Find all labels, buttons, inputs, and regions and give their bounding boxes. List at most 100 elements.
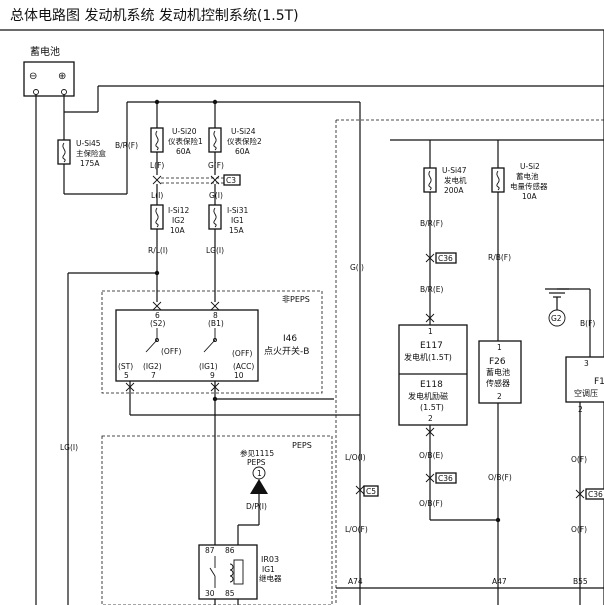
f1-pin-3: 3	[584, 359, 589, 368]
fuse-usi24-name: 仪表保险2	[227, 136, 262, 146]
connector-c5	[355, 485, 365, 495]
switch-st: (ST)	[118, 362, 133, 371]
battery-minus-icon: ⊖	[29, 71, 37, 82]
wire-label-lo-f: L/O(F)	[345, 525, 368, 534]
fuse-usi2-rating: 10A	[522, 192, 538, 201]
fuse-isi31-icon	[213, 207, 217, 228]
wire-label-l-i: L(I)	[151, 191, 163, 200]
wire-label-ob-f: O/B(F)	[419, 499, 443, 508]
relay-pin-30: 30	[205, 589, 215, 598]
connector-c36c-tag	[585, 488, 604, 500]
switch-s2-pivot	[155, 338, 159, 342]
fuse-usi24-icon	[213, 130, 217, 151]
wire-label-g-f: G(F)	[208, 161, 224, 170]
wire-label-dp-i: D/P(I)	[246, 502, 267, 511]
fuse-usi47-id: U-Si47	[442, 166, 467, 175]
connector-c36b-label: C36	[438, 474, 453, 483]
pin-8-sub: (B1)	[208, 319, 224, 328]
fuse-isi31-id: I-Si31	[227, 206, 249, 215]
pin-9-num: 9	[210, 371, 215, 380]
connector-c3-left	[152, 175, 162, 185]
fuse-usi45-name: 主保险盒	[76, 148, 106, 158]
relay-coil-winding	[229, 563, 234, 583]
connector-c5-tag	[363, 485, 379, 497]
fuse-isi12-id: I-Si12	[168, 206, 190, 215]
fuse-usi2-id: U-Si2	[520, 162, 540, 171]
e117-pin1-connector	[425, 313, 435, 323]
connector-c36a-label: C36	[438, 254, 453, 263]
wire-label-br-f: B/R(F)	[115, 141, 138, 150]
f26-pin-1: 1	[497, 343, 502, 352]
pin-8-num: 8	[213, 311, 218, 320]
fuse-isi12-icon	[155, 207, 159, 228]
wire-label-ob-f2: O/B(F)	[488, 473, 512, 482]
e118-id: E118	[420, 380, 443, 390]
region-peps-label: PEPS	[292, 441, 312, 450]
e117-name: 发电机(1.5T)	[404, 352, 452, 362]
ref-sub: PEPS	[247, 458, 266, 467]
pin-b55: B55	[573, 577, 588, 586]
switch-off1: (OFF)	[161, 347, 181, 356]
wire-label-g-i-long: G(I)	[350, 263, 364, 272]
fuse-usi24-id: U-Si24	[231, 127, 256, 136]
relay-ir03	[198, 544, 258, 600]
sensor-f1	[565, 356, 604, 403]
switch-ig2: (IG2)	[143, 362, 162, 371]
pin-10-num: 10	[234, 371, 244, 380]
pin-9-connector	[210, 382, 220, 392]
fuse-usi24-rating: 60A	[235, 147, 251, 156]
wire-label-br-e: B/R(E)	[420, 285, 444, 294]
battery-pos-terminal	[61, 89, 67, 95]
relay-contact-blade	[209, 567, 216, 577]
fuse-usi20-icon	[155, 130, 159, 151]
fuse-usi20-name: 仪表保险1	[168, 136, 203, 146]
f26-name2: 传感器	[486, 378, 510, 388]
wire-label-o-f: O(F)	[571, 455, 587, 464]
connector-c36a	[425, 253, 435, 263]
connector-c3-label: C3	[226, 176, 236, 185]
fuse-usi20-rating: 60A	[176, 147, 192, 156]
fuse-usi45-id: U-Si45	[76, 139, 101, 148]
e117-pin-1: 1	[428, 327, 433, 336]
switch-acc: (ACC)	[233, 362, 254, 371]
e118-name: 发电机励磁	[408, 391, 448, 401]
ignition-switch-i46	[115, 309, 259, 382]
f26-pin-2: 2	[497, 392, 502, 401]
f26-id: F26	[489, 357, 506, 367]
battery-plus-icon: ⊕	[58, 71, 66, 82]
region-non-peps-label: 非PEPS	[282, 294, 310, 304]
wire-label-rb-f: R/B(F)	[488, 253, 511, 262]
fuse-usi47-icon	[428, 170, 432, 191]
fuse-usi47-name: 发电机	[444, 175, 467, 185]
fuse-usi45-rating: 175A	[80, 159, 100, 168]
relay-pin-87: 87	[205, 546, 215, 555]
switch-s2-blade	[145, 339, 158, 353]
switch-b1-pivot	[213, 338, 217, 342]
pin-6-connector	[152, 301, 162, 311]
fuse-isi12-rating: 10A	[170, 226, 186, 235]
ref-arrow-icon	[250, 479, 268, 494]
fuse-usi2-icon	[496, 170, 500, 191]
ref-num: 1	[257, 469, 262, 478]
fuse-isi31-name: IG1	[231, 216, 244, 225]
fuse-isi31-rating: 15A	[229, 226, 245, 235]
i46-name: 点火开关-B	[264, 345, 309, 357]
pin-6-num: 6	[155, 311, 160, 320]
wire-label-o-f2: O(F)	[571, 525, 587, 534]
battery-label: 蓄电池	[30, 45, 60, 58]
pin-7-num: 7	[151, 371, 156, 380]
fuse-usi20-id: U-Si20	[172, 127, 197, 136]
i46-id: I46	[283, 334, 297, 344]
ir03-name2: 继电器	[259, 573, 282, 583]
pin-5-connector	[125, 382, 135, 392]
switch-b1-blade	[203, 339, 216, 353]
title-bar: 总体电路图 发动机系统 发动机控制系统(1.5T)	[0, 0, 604, 30]
relay-pin-85: 85	[225, 589, 235, 598]
ref-label: 参见1115	[240, 448, 274, 458]
e117-id: E117	[420, 341, 443, 351]
connector-c5-label: C5	[366, 487, 376, 496]
pin-6-sub: (S2)	[150, 319, 165, 328]
connector-c36b-tag	[435, 472, 457, 484]
ir03-id: IR03	[261, 555, 279, 564]
